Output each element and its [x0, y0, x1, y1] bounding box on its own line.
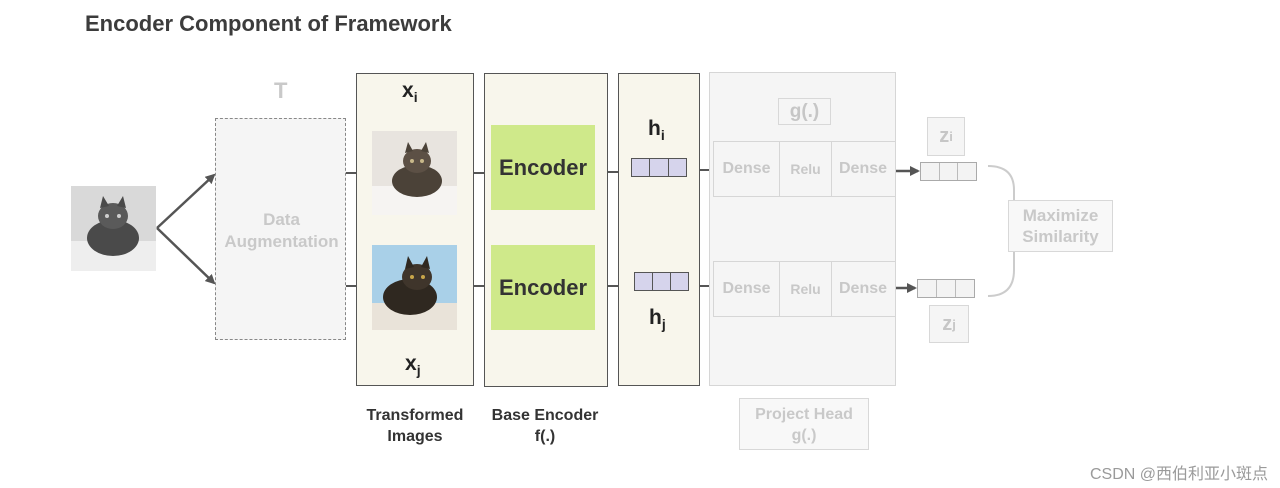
base-encoder-caption: Base Encoder f(.): [480, 405, 610, 447]
caption-line2: Images: [387, 428, 443, 445]
projection-row-top: Dense Relu Dense: [713, 141, 896, 197]
dense-layer-2: Dense: [838, 160, 888, 177]
caption-line2: f(.): [534, 428, 556, 445]
watermark: CSDN @西伯利亚小斑点: [1089, 466, 1268, 483]
transformed-image-i: [372, 131, 457, 215]
data-augmentation-label: Data Augmentation: [216, 209, 347, 253]
encoder-block-top: Encoder: [491, 125, 595, 210]
caption-line1: Project Head: [755, 406, 853, 423]
zi-vector: [920, 162, 977, 181]
cat-color-icon: [372, 245, 457, 330]
augmentation-line2: Augmentation: [224, 232, 339, 251]
project-head-caption: Project Head g(.): [739, 398, 869, 450]
g-function-label: g(.): [778, 98, 831, 125]
cat-grayscale-icon: [71, 186, 156, 271]
zj-vector: [917, 279, 975, 298]
xi-label: xi: [402, 79, 418, 106]
arrow-to-aug-top: [156, 173, 216, 229]
hj-vector: [634, 272, 689, 291]
cat-color-icon: [372, 131, 457, 215]
caption-line1: Transformed: [366, 407, 464, 424]
transformed-images-column: [356, 73, 474, 386]
hj-label: hj: [649, 306, 666, 333]
maximize-similarity-box: Maximize Similarity: [1008, 200, 1113, 252]
relu-layer: Relu: [780, 262, 832, 316]
dense-layer-2: Dense: [838, 280, 888, 297]
xj-label: xj: [405, 352, 421, 379]
arrow-to-aug-bottom: [156, 227, 216, 285]
encoder-block-bottom: Encoder: [491, 245, 595, 330]
diagram-title: Encoder Component of Framework: [85, 11, 452, 36]
dense-layer-1: Dense: [714, 262, 780, 316]
objective-line1: Maximize: [1022, 206, 1099, 225]
representation-column: [618, 73, 700, 386]
augmentation-line1: Data: [263, 210, 300, 229]
caption-line2: g(.): [791, 427, 817, 444]
input-cat-image: [71, 186, 156, 271]
data-augmentation-box: Data Augmentation: [215, 118, 346, 340]
caption-line1: Base Encoder: [491, 407, 599, 424]
transform-t-label: T: [274, 78, 288, 103]
hi-vector: [631, 158, 687, 177]
transformed-images-caption: Transformed Images: [350, 405, 480, 447]
relu-layer: Relu: [780, 142, 832, 196]
dense-layer-1: Dense: [714, 142, 780, 196]
base-encoder-column: [484, 73, 608, 387]
projection-row-bottom: Dense Relu Dense: [713, 261, 896, 317]
transformed-image-j: [372, 245, 457, 330]
objective-line2: Similarity: [1022, 227, 1099, 246]
hi-label: hi: [648, 117, 665, 144]
